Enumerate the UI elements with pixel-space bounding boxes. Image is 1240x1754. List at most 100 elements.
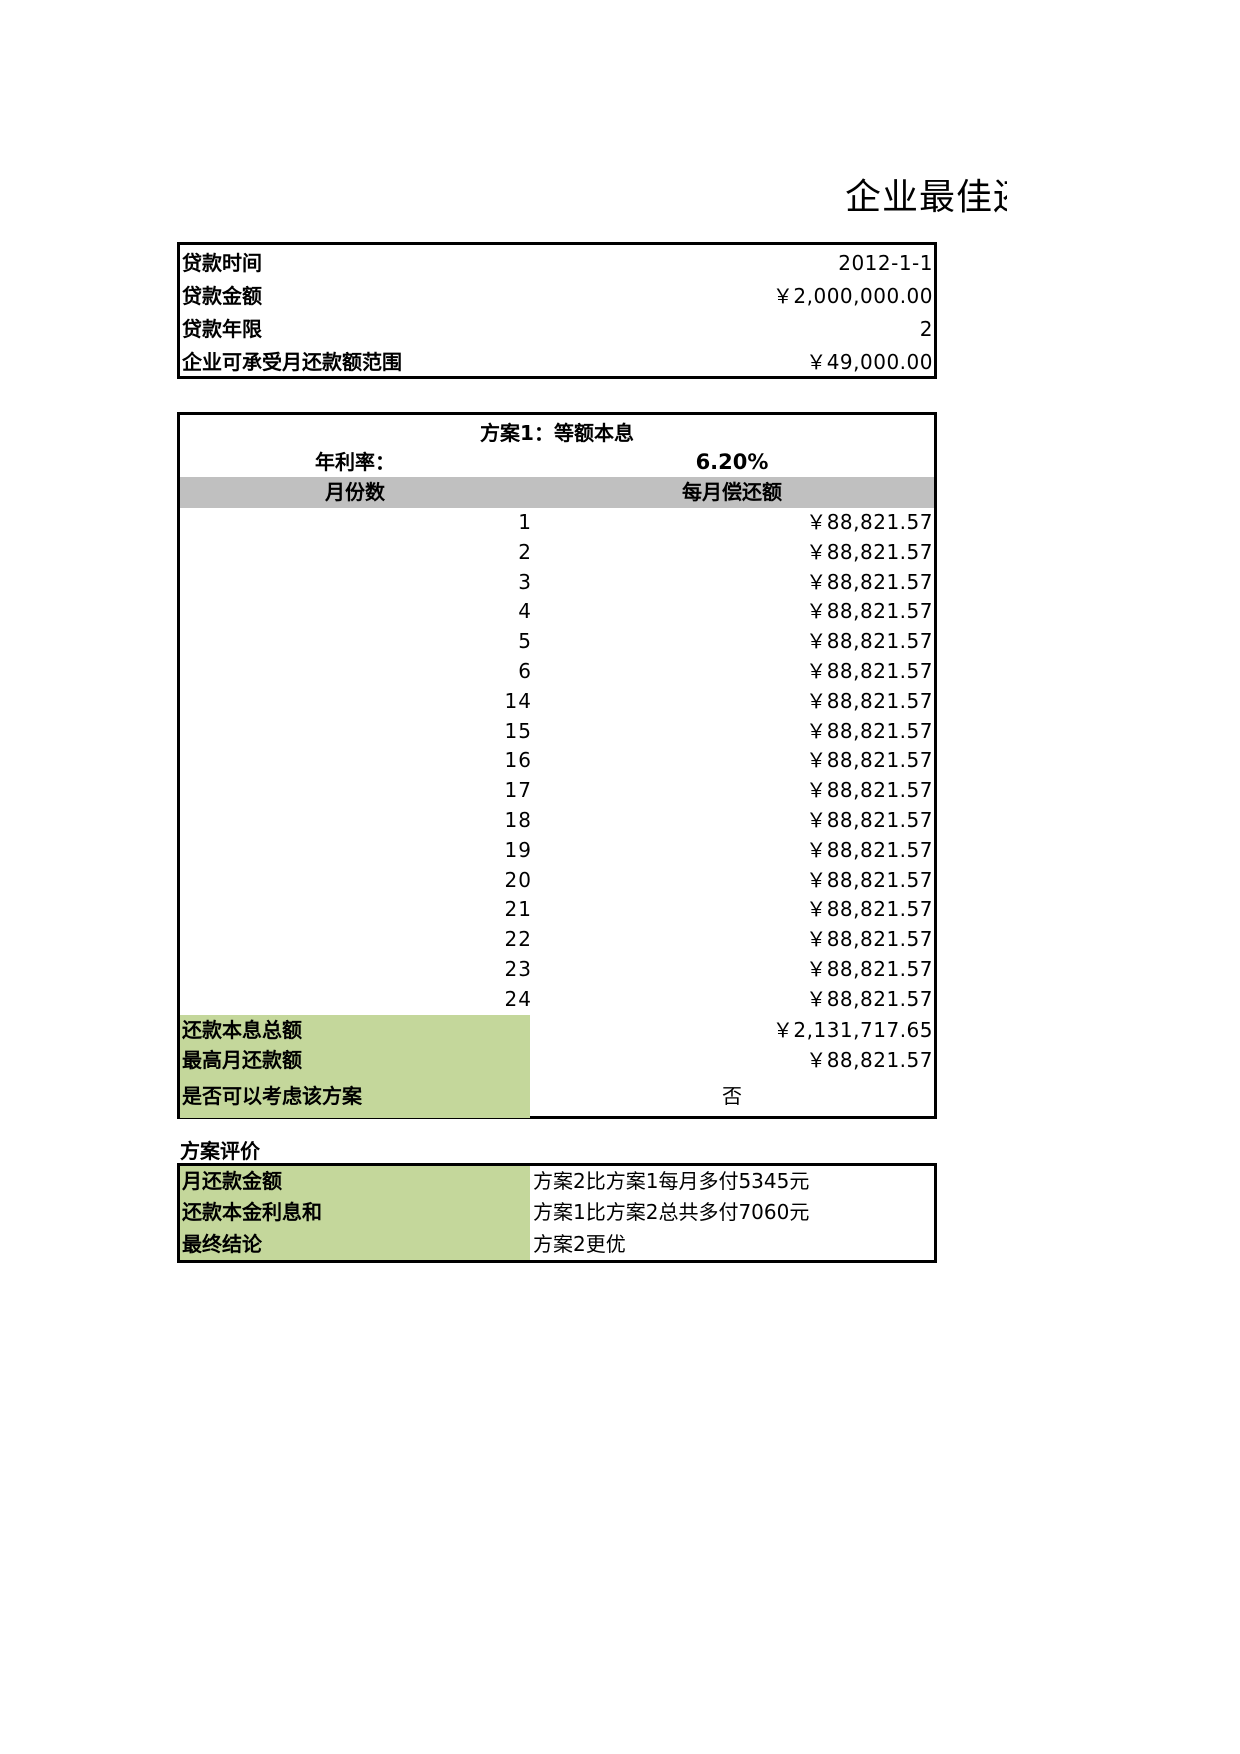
monthly-payment[interactable]: ￥88,821.57 bbox=[806, 956, 933, 981]
loan-amount-value[interactable]: ￥2,000,000.00 bbox=[772, 284, 933, 308]
page-title: 企业最佳还 bbox=[845, 177, 1007, 218]
total-label: 还款本息总额 bbox=[182, 1017, 302, 1042]
eval-row: 最终结论 方案2更优 bbox=[180, 1228, 934, 1260]
loan-term-label: 贷款年限 bbox=[182, 317, 262, 341]
month-number[interactable]: 20 bbox=[504, 867, 532, 892]
table-row: 14 ￥88,821.57 bbox=[180, 687, 934, 717]
table-row: 22 ￥88,821.57 bbox=[180, 925, 934, 955]
green-fill bbox=[180, 1074, 530, 1118]
eval-label: 还款本金利息和 bbox=[182, 1200, 322, 1225]
consider-row: 是否可以考虑该方案 否 bbox=[180, 1074, 934, 1118]
month-number[interactable]: 21 bbox=[504, 897, 532, 922]
title-container: 企业最佳还 bbox=[845, 176, 1007, 220]
table-row: 17 ￥88,821.57 bbox=[180, 776, 934, 806]
eval-row: 月还款金额 方案2比方案1每月多付5345元 bbox=[180, 1166, 934, 1198]
table-row: 15 ￥88,821.57 bbox=[180, 717, 934, 747]
rate-value[interactable]: 6.20% bbox=[695, 450, 769, 474]
monthly-payment[interactable]: ￥88,821.57 bbox=[806, 986, 933, 1011]
loan-term-value[interactable]: 2 bbox=[919, 317, 933, 341]
monthly-payment[interactable]: ￥88,821.57 bbox=[806, 927, 933, 952]
monthly-limit-value[interactable]: ￥49,000.00 bbox=[806, 350, 933, 374]
month-number[interactable]: 16 bbox=[504, 748, 532, 773]
max-label: 最高月还款额 bbox=[182, 1047, 302, 1072]
monthly-limit-row[interactable]: 企业可承受月还款额范围 ￥49,000.00 bbox=[180, 346, 934, 379]
green-fill bbox=[180, 1014, 530, 1045]
plan1-title: 方案1：等额本息 bbox=[480, 421, 634, 445]
consider-value[interactable]: 否 bbox=[722, 1083, 742, 1108]
month-number[interactable]: 24 bbox=[504, 986, 532, 1011]
table-row: 24 ￥88,821.57 bbox=[180, 985, 934, 1015]
evaluation-title: 方案评价 bbox=[180, 1139, 260, 1163]
monthly-payment[interactable]: ￥88,821.57 bbox=[806, 748, 933, 773]
monthly-payment[interactable]: ￥88,821.57 bbox=[806, 658, 933, 683]
eval-label: 月还款金额 bbox=[182, 1169, 282, 1193]
month-number[interactable]: 2 bbox=[518, 539, 532, 564]
table-row: 21 ￥88,821.57 bbox=[180, 895, 934, 925]
month-header: 月份数 bbox=[325, 480, 385, 504]
monthly-payment[interactable]: ￥88,821.57 bbox=[806, 539, 933, 564]
table-row: 6 ￥88,821.57 bbox=[180, 657, 934, 687]
table-row: 16 ￥88,821.57 bbox=[180, 746, 934, 776]
consider-label: 是否可以考虑该方案 bbox=[182, 1083, 362, 1108]
eval-text[interactable]: 方案2更优 bbox=[533, 1231, 626, 1256]
loan-amount-row[interactable]: 贷款金额 ￥2,000,000.00 bbox=[180, 280, 934, 313]
eval-text[interactable]: 方案1比方案2总共多付7060元 bbox=[533, 1200, 810, 1225]
month-number[interactable]: 4 bbox=[518, 599, 532, 624]
table-row: 2 ￥88,821.57 bbox=[180, 538, 934, 568]
rate-row: 年利率： 6.20% bbox=[180, 447, 934, 477]
payment-header: 每月偿还额 bbox=[682, 480, 782, 504]
loan-date-value[interactable]: 2012-1-1 bbox=[838, 251, 933, 275]
table-row: 3 ￥88,821.57 bbox=[180, 568, 934, 598]
max-value[interactable]: ￥88,821.57 bbox=[806, 1047, 933, 1072]
monthly-payment[interactable]: ￥88,821.57 bbox=[806, 807, 933, 832]
monthly-payment[interactable]: ￥88,821.57 bbox=[806, 837, 933, 862]
table-row: 18 ￥88,821.57 bbox=[180, 806, 934, 836]
plan1-header: 月份数 每月偿还额 bbox=[180, 477, 934, 508]
eval-text[interactable]: 方案2比方案1每月多付5345元 bbox=[533, 1169, 810, 1193]
monthly-payment[interactable]: ￥88,821.57 bbox=[806, 718, 933, 743]
month-number[interactable]: 1 bbox=[518, 510, 532, 534]
green-fill bbox=[180, 1044, 530, 1075]
loan-date-label: 贷款时间 bbox=[182, 251, 262, 275]
monthly-payment[interactable]: ￥88,821.57 bbox=[806, 688, 933, 713]
green-fill bbox=[180, 1197, 530, 1229]
monthly-payment[interactable]: ￥88,821.57 bbox=[806, 897, 933, 922]
green-fill bbox=[180, 1166, 530, 1198]
loan-amount-label: 贷款金额 bbox=[182, 284, 262, 308]
monthly-payment[interactable]: ￥88,821.57 bbox=[806, 569, 933, 594]
month-number[interactable]: 19 bbox=[504, 837, 532, 862]
table-row: 1 ￥88,821.57 bbox=[180, 508, 934, 538]
table-row: 4 ￥88,821.57 bbox=[180, 597, 934, 627]
table-row: 19 ￥88,821.57 bbox=[180, 836, 934, 866]
loan-term-row[interactable]: 贷款年限 2 bbox=[180, 313, 934, 346]
total-value[interactable]: ￥2,131,717.65 bbox=[772, 1017, 933, 1042]
rate-label: 年利率： bbox=[315, 450, 395, 474]
table-row: 20 ￥88,821.57 bbox=[180, 866, 934, 896]
eval-label: 最终结论 bbox=[182, 1231, 262, 1256]
month-number[interactable]: 6 bbox=[518, 658, 532, 683]
month-number[interactable]: 17 bbox=[504, 778, 532, 803]
monthly-payment[interactable]: ￥88,821.57 bbox=[806, 867, 933, 892]
monthly-payment[interactable]: ￥88,821.57 bbox=[806, 510, 933, 534]
evaluation-table: 月还款金额 方案2比方案1每月多付5345元 还款本金利息和 方案1比方案2总共… bbox=[177, 1163, 937, 1263]
total-row: 还款本息总额 ￥2,131,717.65 bbox=[180, 1014, 934, 1045]
table-row: 23 ￥88,821.57 bbox=[180, 955, 934, 985]
month-number[interactable]: 14 bbox=[504, 688, 532, 713]
green-fill bbox=[180, 1228, 530, 1260]
month-number[interactable]: 18 bbox=[504, 807, 532, 832]
loan-date-row[interactable]: 贷款时间 2012-1-1 bbox=[180, 247, 934, 280]
max-row: 最高月还款额 ￥88,821.57 bbox=[180, 1044, 934, 1075]
month-number[interactable]: 3 bbox=[518, 569, 532, 594]
eval-row: 还款本金利息和 方案1比方案2总共多付7060元 bbox=[180, 1197, 934, 1229]
monthly-payment[interactable]: ￥88,821.57 bbox=[806, 599, 933, 624]
month-number[interactable]: 23 bbox=[504, 956, 532, 981]
monthly-payment[interactable]: ￥88,821.57 bbox=[806, 629, 933, 654]
month-rows: 1 ￥88,821.57 2 ￥88,821.57 3 ￥88,821.57 4 ￥88,82… bbox=[180, 508, 934, 1015]
month-number[interactable]: 15 bbox=[504, 718, 532, 743]
monthly-limit-label: 企业可承受月还款额范围 bbox=[182, 350, 402, 374]
loan-info-table: 贷款时间 2012-1-1 贷款金额 ￥2,000,000.00 贷款年限 2 … bbox=[177, 242, 937, 379]
plan1-table: 方案1：等额本息 年利率： 6.20% 月份数 每月偿还额 1 ￥88,821.5… bbox=[177, 412, 937, 1119]
month-number[interactable]: 22 bbox=[504, 927, 532, 952]
monthly-payment[interactable]: ￥88,821.57 bbox=[806, 778, 933, 803]
month-number[interactable]: 5 bbox=[518, 629, 532, 654]
